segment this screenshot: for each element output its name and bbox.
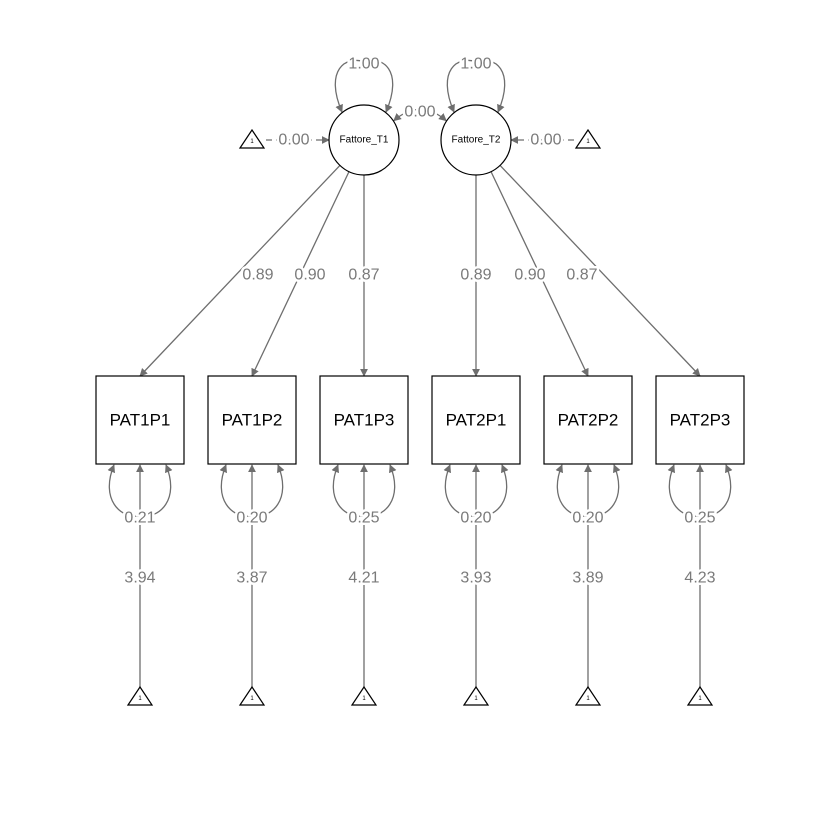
indicator-box bbox=[431, 375, 521, 465]
loading-label-PAT1P3: 0.87 bbox=[348, 267, 379, 284]
latent-covariance-edge bbox=[393, 108, 447, 122]
loading-label-PAT2P1: 0.89 bbox=[460, 267, 491, 284]
intercept-label-PAT2P3: 4.23 bbox=[684, 570, 715, 587]
constant-label: 1 bbox=[250, 139, 254, 145]
latent-node-T2: Fattore_T2 bbox=[440, 104, 512, 176]
intercept-triangle-PAT2P3: 1 bbox=[686, 685, 714, 706]
latent-node-T1: Fattore_T1 bbox=[328, 104, 400, 176]
loading-edge-PAT1P1 bbox=[139, 164, 341, 377]
intercept-triangle-PAT2P2: 1 bbox=[574, 685, 602, 706]
residual-label-PAT2P3: 0.25 bbox=[684, 510, 715, 527]
intercept-triangle-PAT2P1: 1 bbox=[462, 685, 490, 706]
indicator-node-PAT2P3: PAT2P3 bbox=[655, 375, 745, 465]
residual-label-PAT1P1: 0.21 bbox=[124, 510, 155, 527]
latent-covariance-label: 0.00 bbox=[404, 104, 435, 121]
intercept-label-PAT1P1: 3.94 bbox=[124, 570, 155, 587]
indicator-label: PAT2P3 bbox=[670, 411, 731, 430]
intercept-label-PAT2P1: 3.93 bbox=[460, 570, 491, 587]
indicator-node-PAT1P3: PAT1P3 bbox=[319, 375, 409, 465]
loading-label-PAT1P1: 0.89 bbox=[242, 267, 273, 284]
indicator-label: PAT2P1 bbox=[446, 411, 507, 430]
loading-label-PAT1P2: 0.90 bbox=[294, 267, 325, 284]
latent-variance-loop-T2 bbox=[446, 59, 506, 113]
indicator-label: PAT1P2 bbox=[222, 411, 283, 430]
indicator-box bbox=[543, 375, 633, 465]
loading-label-PAT2P3: 0.87 bbox=[566, 267, 597, 284]
triangle-shape bbox=[350, 685, 378, 706]
latent-label: Fattore_T1 bbox=[340, 135, 389, 146]
residual-label-PAT1P3: 0.25 bbox=[348, 510, 379, 527]
latent-circle bbox=[440, 104, 512, 176]
indicator-box bbox=[319, 375, 409, 465]
triangle-shape bbox=[238, 685, 266, 706]
residual-label-PAT2P1: 0.20 bbox=[460, 510, 491, 527]
intercept-triangle-PAT1P3: 1 bbox=[350, 685, 378, 706]
constant-label: 1 bbox=[586, 696, 590, 702]
loading-edge-PAT1P2 bbox=[251, 171, 350, 377]
loading-edge-PAT2P2 bbox=[490, 171, 589, 377]
constant-label: 1 bbox=[138, 696, 142, 702]
intercept-triangle-PAT1P1: 1 bbox=[126, 685, 154, 706]
latent-circle bbox=[328, 104, 400, 176]
intercept-label-PAT1P2: 3.87 bbox=[236, 570, 267, 587]
latent-variance-loop-T1 bbox=[334, 59, 394, 113]
residual-label-PAT2P2: 0.20 bbox=[572, 510, 603, 527]
constant-label: 1 bbox=[586, 139, 590, 145]
indicator-node-PAT2P1: PAT2P1 bbox=[431, 375, 521, 465]
loading-edge-PAT2P3 bbox=[499, 164, 701, 377]
latent-intercept-triangle-T1: 1 bbox=[238, 128, 266, 149]
constant-label: 1 bbox=[474, 696, 478, 702]
triangle-shape bbox=[462, 685, 490, 706]
triangle-shape bbox=[686, 685, 714, 706]
indicator-label: PAT2P2 bbox=[558, 411, 619, 430]
loading-label-PAT2P2: 0.90 bbox=[514, 267, 545, 284]
triangle-shape bbox=[238, 128, 266, 149]
constant-label: 1 bbox=[698, 696, 702, 702]
indicator-node-PAT2P2: PAT2P2 bbox=[543, 375, 633, 465]
indicator-box bbox=[95, 375, 185, 465]
residual-label-PAT1P2: 0.20 bbox=[236, 510, 267, 527]
indicator-label: PAT1P3 bbox=[334, 411, 395, 430]
intercept-label-PAT2P2: 3.89 bbox=[572, 570, 603, 587]
triangle-shape bbox=[574, 128, 602, 149]
intercept-label-PAT1P3: 4.21 bbox=[348, 570, 379, 587]
triangle-shape bbox=[126, 685, 154, 706]
latent-intercept-label-T2: 0.00 bbox=[530, 132, 561, 149]
latent-intercept-triangle-T2: 1 bbox=[574, 128, 602, 149]
indicator-node-PAT1P2: PAT1P2 bbox=[207, 375, 297, 465]
indicator-box bbox=[655, 375, 745, 465]
latent-intercept-label-T1: 0.00 bbox=[278, 132, 309, 149]
indicator-box bbox=[207, 375, 297, 465]
latent-variance-label-T1: 1.00 bbox=[348, 56, 379, 73]
constant-label: 1 bbox=[362, 696, 366, 702]
constant-label: 1 bbox=[250, 696, 254, 702]
latent-label: Fattore_T2 bbox=[452, 135, 501, 146]
indicator-label: PAT1P1 bbox=[110, 411, 171, 430]
triangle-shape bbox=[574, 685, 602, 706]
latent-variance-label-T2: 1.00 bbox=[460, 56, 491, 73]
intercept-triangle-PAT1P2: 1 bbox=[238, 685, 266, 706]
indicator-node-PAT1P1: PAT1P1 bbox=[95, 375, 185, 465]
